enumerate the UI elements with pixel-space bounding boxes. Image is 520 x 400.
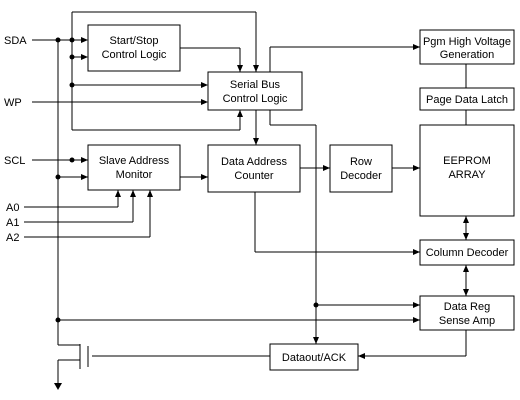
- data-address-line1: Data Address: [221, 156, 288, 168]
- slave-address-line1: Slave Address: [99, 155, 170, 167]
- pin-a0: A0: [6, 202, 19, 214]
- block-data-reg: Data Reg Sense Amp: [419, 295, 515, 331]
- pgm-hv-line2: Generation: [440, 49, 494, 61]
- data-address-line2: Counter: [234, 170, 273, 182]
- block-start-stop: Start/Stop Control Logic: [87, 24, 181, 72]
- page-latch-label: Page Data Latch: [426, 94, 508, 106]
- wires: [24, 11, 467, 388]
- slave-address-line2: Monitor: [116, 169, 153, 181]
- block-column-decoder: Column Decoder: [419, 239, 515, 266]
- pgm-hv-line1: Pgm High Voltage: [423, 36, 511, 48]
- arrowheads: [54, 37, 469, 390]
- eeprom-line1: EEPROM: [443, 155, 491, 167]
- block-row-decoder: Row Decoder: [329, 144, 393, 193]
- serial-bus-line2: Control Logic: [223, 93, 288, 105]
- dataout-label: Dataout/ACK: [282, 352, 347, 364]
- pin-a2: A2: [6, 232, 19, 244]
- start-stop-line1: Start/Stop: [110, 35, 159, 47]
- serial-bus-line1: Serial Bus: [230, 79, 281, 91]
- junction-dots: [55, 37, 319, 323]
- pin-scl: SCL: [4, 155, 25, 167]
- eeprom-line2: ARRAY: [448, 169, 486, 181]
- row-decoder-line2: Decoder: [340, 170, 382, 182]
- data-reg-line1: Data Reg: [444, 301, 490, 313]
- block-pgm-high-voltage: Pgm High Voltage Generation: [419, 29, 515, 65]
- block-eeprom-array: EEPROM ARRAY: [419, 124, 515, 217]
- pin-wp: WP: [4, 97, 22, 109]
- row-decoder-line1: Row: [350, 156, 372, 168]
- data-reg-line2: Sense Amp: [439, 315, 495, 327]
- block-dataout-ack: Dataout/ACK: [269, 343, 359, 371]
- block-page-data-latch: Page Data Latch: [419, 87, 515, 111]
- column-decoder-label: Column Decoder: [426, 247, 509, 259]
- start-stop-line2: Control Logic: [102, 49, 167, 61]
- pin-a1: A1: [6, 217, 19, 229]
- pin-sda: SDA: [4, 35, 27, 47]
- pin-labels: SDA WP SCL A0 A1 A2: [4, 35, 27, 244]
- block-data-address: Data Address Counter: [207, 144, 301, 193]
- block-serial-bus: Serial Bus Control Logic: [207, 71, 303, 111]
- block-slave-address: Slave Address Monitor: [87, 144, 181, 191]
